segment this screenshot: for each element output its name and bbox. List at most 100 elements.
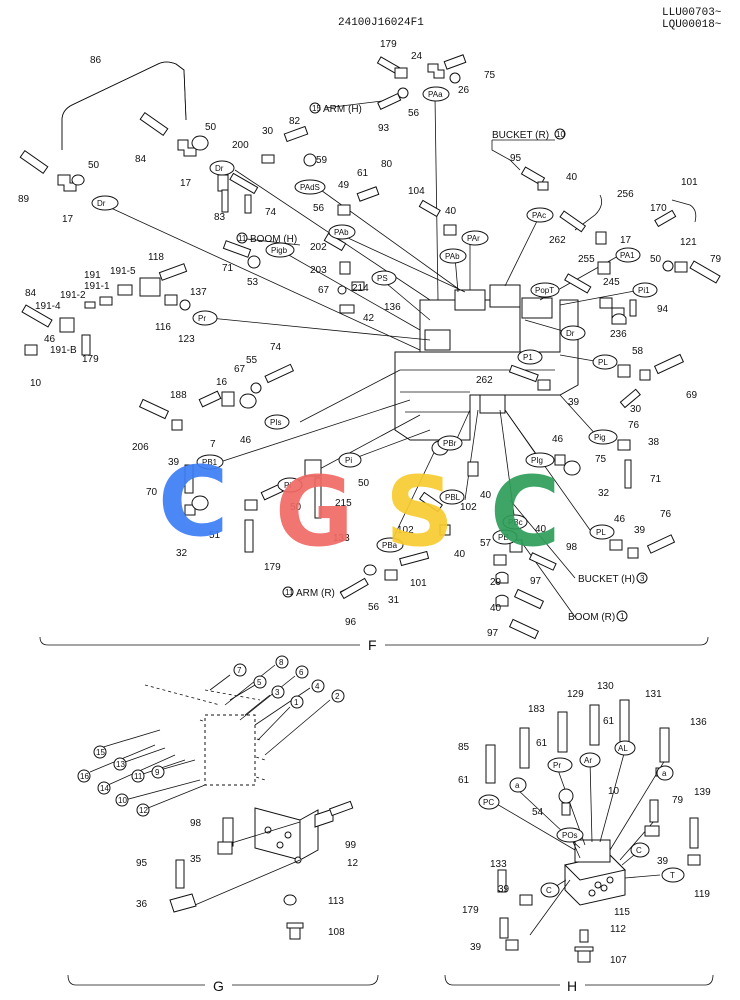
part-number: 179 (264, 562, 281, 573)
part-number: 46 (240, 435, 252, 446)
part-number: 61 (536, 738, 548, 749)
part-number: 179 (462, 905, 479, 916)
part-number: 32 (598, 488, 610, 499)
serial-range-top: LLU00703~ (662, 7, 722, 19)
port-tag: PL (596, 528, 606, 537)
part-number: 46 (552, 434, 564, 445)
watermark-letter-s: S (385, 456, 454, 568)
drawing-number: 24100J16024F1 (338, 17, 424, 29)
svg-text:12: 12 (139, 806, 148, 815)
port-tag: Pi (345, 456, 352, 465)
part-number: 107 (610, 955, 627, 966)
part-number: 256 (617, 189, 634, 200)
part-number: 202 (310, 242, 327, 253)
port-tag: T (670, 871, 675, 880)
svg-text:3: 3 (275, 688, 280, 697)
part-number: 93 (378, 123, 390, 134)
part-number: 39 (470, 942, 482, 953)
part-number: 102 (460, 502, 477, 513)
svg-text:16: 16 (80, 772, 89, 781)
part-number: 39 (634, 525, 646, 536)
part-number: 112 (610, 924, 626, 935)
part-number: 50 (88, 160, 100, 171)
part-number: 40 (490, 603, 502, 614)
part-number: 123 (178, 334, 195, 345)
part-number: 96 (345, 617, 357, 628)
part-number: 262 (476, 375, 493, 386)
port-tag: PL (598, 358, 608, 367)
part-number: 40 (454, 549, 466, 560)
port-tag: Pr (553, 761, 561, 770)
svg-text:10: 10 (556, 130, 565, 139)
part-number: 39 (168, 457, 180, 468)
part-number: 98 (190, 818, 202, 829)
part-number: 102 (397, 525, 414, 536)
port-tag: Pr (198, 314, 206, 323)
part-number: 17 (620, 235, 632, 246)
port-tag: Dr (566, 329, 575, 338)
svg-text:5: 5 (257, 678, 262, 687)
part-number: 97 (487, 628, 499, 639)
svg-text:2: 2 (335, 692, 340, 701)
part-number: 50 (358, 478, 370, 489)
part-number: 121 (680, 237, 697, 248)
part-number: 55 (246, 355, 258, 366)
port-tag: PB1 (202, 458, 218, 467)
part-number: 39 (498, 884, 510, 895)
part-number: 38 (648, 437, 660, 448)
serial-range-bottom: LQU00018~ (662, 19, 722, 31)
svg-text:3: 3 (640, 574, 645, 583)
part-number: 17 (180, 178, 192, 189)
port-tag: PAb (334, 228, 349, 237)
svg-text:1: 1 (620, 612, 625, 621)
part-number: 40 (445, 206, 457, 217)
part-number: 183 (528, 704, 545, 715)
part-number: 137 (190, 287, 207, 298)
part-number: 131 (645, 689, 662, 700)
part-number: 86 (90, 55, 102, 66)
fittings-f (19, 54, 721, 640)
part-number: 191-2 (60, 290, 86, 301)
part-number: 53 (247, 277, 259, 288)
port-tag: PIs (270, 418, 282, 427)
port-tag: Dr (215, 164, 224, 173)
part-number: 26 (458, 85, 470, 96)
svg-text:11: 11 (285, 588, 294, 597)
port-tag: C (546, 886, 552, 895)
part-number: 116 (155, 322, 171, 333)
part-number: 101 (681, 177, 698, 188)
part-numbers-h: 129 130 131 183 136 61 85 61 61 10 54 13… (458, 681, 711, 966)
part-number: 24 (411, 51, 423, 62)
part-number: 69 (686, 390, 698, 401)
svg-text:13: 13 (116, 760, 125, 769)
svg-text:1: 1 (294, 698, 299, 707)
svg-text:15: 15 (312, 104, 321, 113)
part-number: 130 (597, 681, 614, 692)
part-number: 61 (603, 716, 615, 727)
part-number: 113 (328, 896, 344, 907)
part-number: 101 (410, 578, 427, 589)
circuit-labels-f: 15 ARM (H) BUCKET (R) 10 11 BOOM (H) 11 … (236, 102, 648, 623)
port-tag: PBa (382, 541, 398, 550)
port-tag: AL (618, 744, 628, 753)
port-tag: Pig (594, 433, 606, 442)
part-number: 50 (205, 122, 217, 133)
port-tag: P1 (523, 353, 533, 362)
port-tag: PBL (445, 493, 461, 502)
part-number: 129 (567, 689, 584, 700)
circuit-label: BUCKET (R) (492, 130, 549, 141)
part-number: 82 (289, 116, 301, 127)
part-number: 83 (214, 212, 226, 223)
port-tags-h: Pr Ar AL a a PC POs C C T (478, 740, 685, 898)
circuit-label: BOOM (H) (250, 234, 297, 245)
part-number: 31 (388, 595, 400, 606)
port-tag: PB (498, 533, 509, 542)
part-number: 255 (578, 254, 595, 265)
port-tag: PC (483, 798, 494, 807)
part-number: 39 (568, 397, 580, 408)
part-number: 40 (535, 524, 547, 535)
port-tag: a (515, 781, 520, 790)
part-number: 32 (176, 548, 188, 559)
part-number: 35 (190, 854, 202, 865)
part-number: 59 (316, 155, 328, 166)
